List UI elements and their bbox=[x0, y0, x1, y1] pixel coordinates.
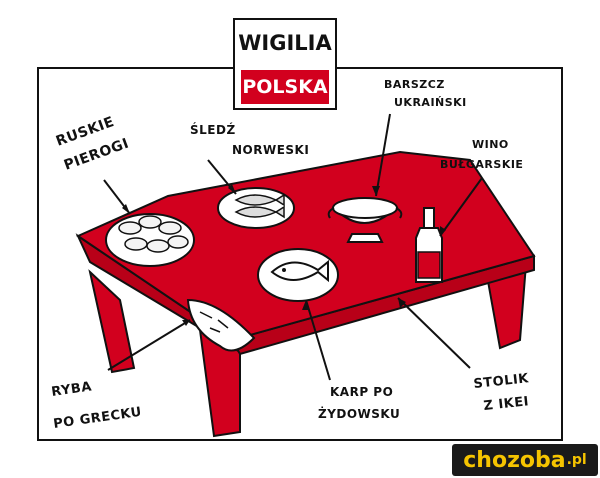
watermark-main: chozoba bbox=[463, 447, 566, 473]
title-box: WIGILIA POLSKA bbox=[233, 18, 337, 110]
label-wino-1: WINO bbox=[472, 138, 509, 151]
carp-plate bbox=[257, 248, 339, 302]
label-sledz-2: NORWESKI bbox=[232, 143, 309, 157]
label-stolik-1: STOLIK bbox=[473, 371, 530, 392]
label-wino-2: BUŁGARSKIE bbox=[440, 158, 523, 171]
title-polska: POLSKA bbox=[241, 70, 329, 104]
watermark-badge: chozoba.pl bbox=[452, 444, 598, 476]
label-karp-1: KARP PO bbox=[330, 385, 393, 399]
table-legs bbox=[88, 262, 528, 438]
greek-fish-dish bbox=[186, 298, 256, 352]
label-sledz-1: ŚLEDŹ bbox=[190, 122, 236, 137]
title-wigilia: WIGILIA bbox=[238, 31, 332, 55]
herring-plate bbox=[217, 187, 295, 229]
label-karp-2: ŻYDOWSKU bbox=[318, 406, 400, 421]
arrow-heads bbox=[122, 184, 446, 326]
barszcz-tureen bbox=[327, 197, 403, 243]
label-barszcz-1: BARSZCZ bbox=[384, 78, 445, 91]
wine-bottle bbox=[415, 207, 443, 283]
pierogi-plate bbox=[105, 213, 195, 267]
label-barszcz-2: UKRAIŃSKI bbox=[394, 96, 467, 109]
label-ryba-2: PO GRECKU bbox=[52, 405, 142, 432]
label-stolik-2: Z IKEI bbox=[483, 394, 530, 414]
label-ryba-1: RYBA bbox=[50, 379, 92, 400]
watermark-tld: .pl bbox=[566, 452, 587, 468]
